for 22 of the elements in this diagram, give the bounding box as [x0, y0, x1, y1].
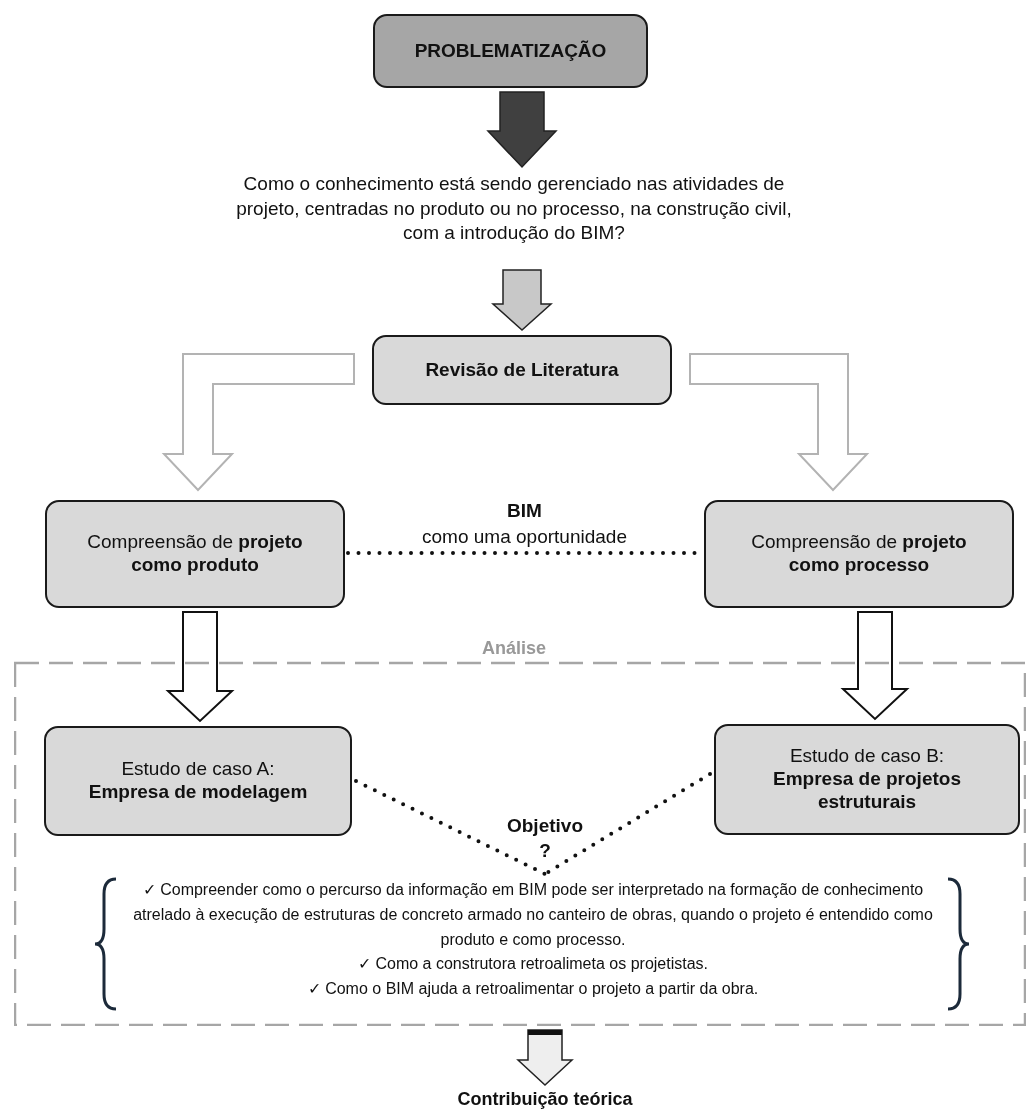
process-box — [44, 726, 352, 836]
box-text: Compreensão de projeto como processo — [750, 531, 968, 577]
dotted-line — [354, 779, 547, 876]
objective-text: Objetivo ? — [500, 814, 590, 872]
box-text: Empresa de modelagem — [88, 781, 308, 804]
box-text: PROBLEMATIZAÇÃO — [414, 39, 607, 63]
process-box — [704, 500, 1014, 608]
result-text: Contribuição teórica — [400, 1090, 690, 1112]
objective-item: ✓ Compreender como o percurso da informação em BIM pode ser interpretado na formação de conhecimento atrelado à execução de estruturas de concreto armado no canteiro de obras, quando o projeto é entendido como produto e como processo. — [132, 880, 934, 950]
objective-item: ✓ Como a construtora retroalimeta os projetistas. — [357, 954, 709, 975]
box-text: Compreensão de projeto como produto — [86, 531, 304, 577]
box-text: Estudo de caso A: — [121, 758, 275, 781]
title-box — [373, 14, 648, 88]
process-box — [714, 724, 1020, 835]
box-text: Revisão de Literatura — [425, 358, 619, 382]
objective-item: ✓ Como o BIM ajuda a retroalimentar o projeto a partir da obra. — [306, 979, 760, 1000]
process-box — [372, 335, 672, 405]
question-text: Como o conhecimento está sendo gerenciado nas atividades de projeto, centradas no produto ou no processo, na construção civil, com a introdução do BIM? — [234, 172, 794, 266]
box-text: Empresa de projetos estruturais — [772, 768, 962, 814]
box-text: Estudo de caso B: — [789, 745, 945, 769]
group-heading: Análise — [481, 638, 547, 659]
process-box — [45, 500, 345, 608]
